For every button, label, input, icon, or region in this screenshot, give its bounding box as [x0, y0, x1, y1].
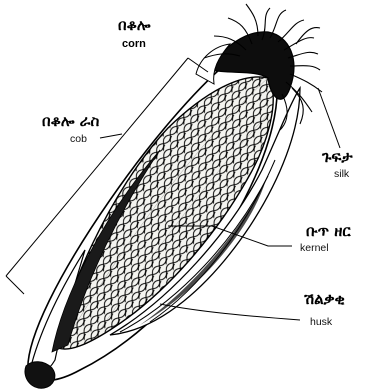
corn-label-english: corn	[122, 38, 146, 50]
corn-label-amharic: በቆሎ	[118, 16, 151, 34]
silk-label-amharic: ጉፍታ	[321, 148, 353, 166]
kernel-label-amharic: ቡጥ ዘር	[306, 222, 351, 240]
cob-label-english: cob	[70, 133, 87, 145]
silk-label-english: silk	[334, 168, 350, 180]
cob-label-amharic: በቆሎ ራስ	[42, 112, 99, 130]
silk-leader-line	[318, 88, 340, 148]
husk-label-english: husk	[310, 316, 333, 328]
husk-leader-line	[160, 304, 300, 320]
cob-leader-line	[100, 134, 122, 138]
husk-label-amharic: ሽልቃቂ	[303, 290, 345, 308]
kernel-label-english: kernel	[300, 242, 329, 254]
